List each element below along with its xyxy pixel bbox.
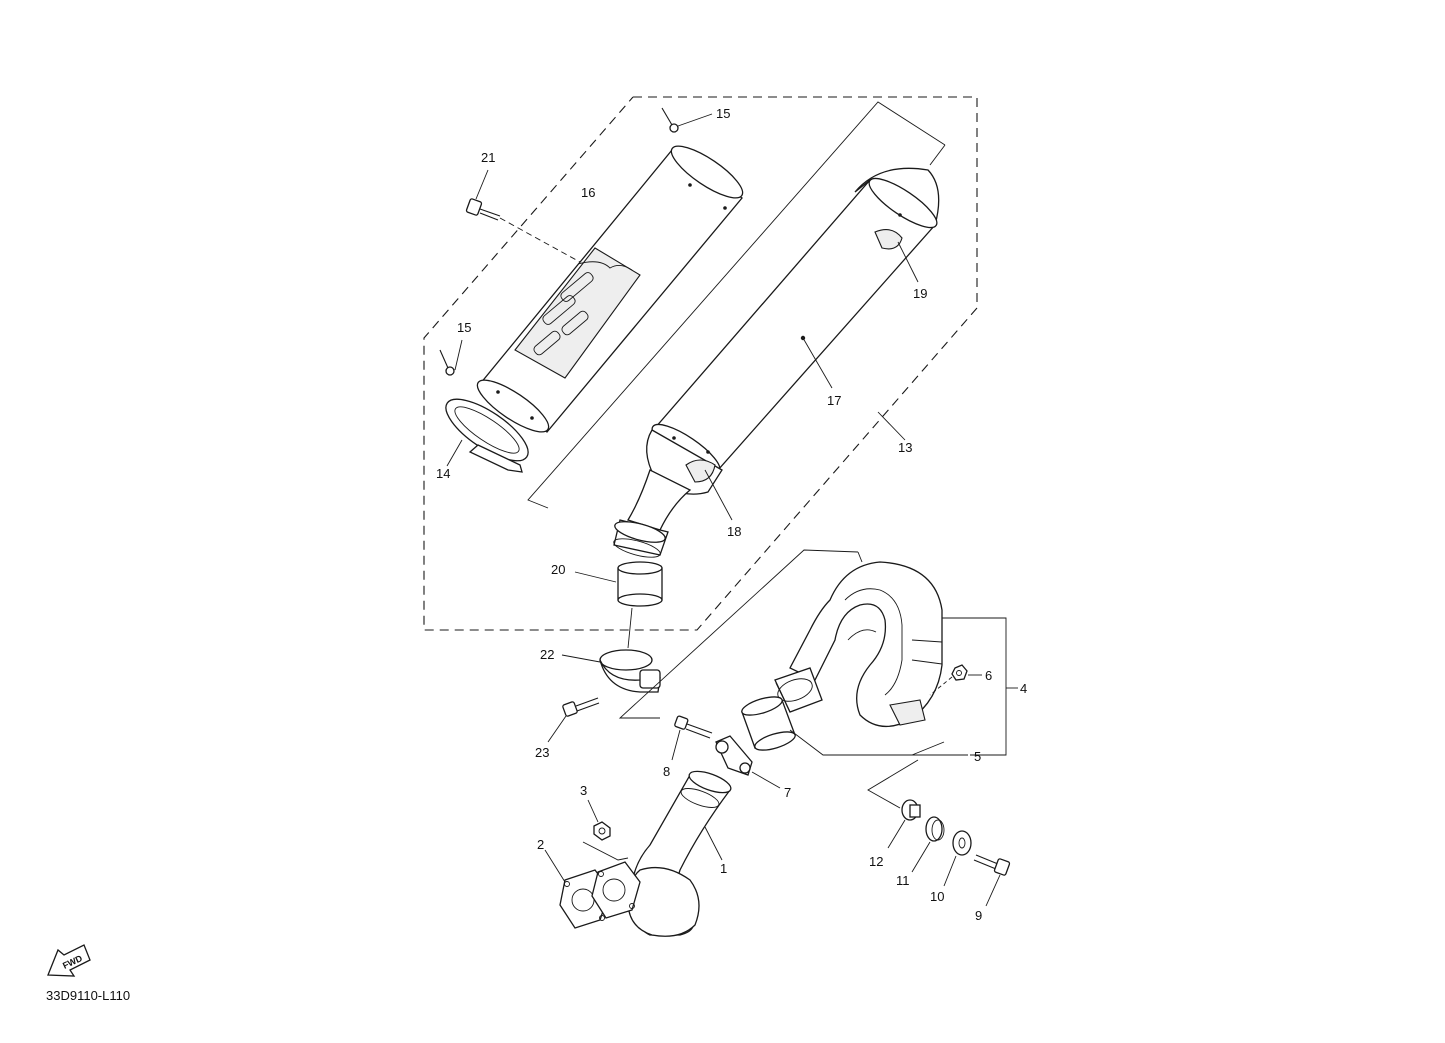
exhaust-pipe-1 [627, 770, 732, 937]
callout-17: 17 [827, 393, 841, 408]
leader-13 [877, 411, 906, 441]
callout-20: 20 [551, 562, 565, 577]
leader-17 [802, 337, 833, 389]
callout-12: 12 [869, 854, 883, 869]
callout-4: 4 [1020, 681, 1027, 696]
header-pipe-bracket [618, 549, 859, 719]
callout-19: 19 [913, 286, 927, 301]
heat-shield-16 [476, 145, 744, 433]
bolt-23 [547, 697, 600, 743]
callout-13: 13 [898, 440, 912, 455]
diagram-code: 33D9110-L110 [46, 988, 130, 1003]
callout-15-top: 15 [716, 106, 730, 121]
exhaust-pipe-4 [774, 561, 943, 727]
damper-11 [911, 816, 945, 873]
leader-5b [911, 741, 945, 756]
silencer-body-17 [613, 167, 940, 558]
washer-10 [943, 830, 972, 887]
header-pipe-bracket-upper [857, 551, 863, 563]
callout-21: 21 [481, 150, 495, 165]
callout-6: 6 [985, 668, 992, 683]
callout-18: 18 [727, 524, 741, 539]
flange-1 [591, 861, 641, 919]
leader-5 [789, 729, 968, 756]
sleeve-5 [741, 696, 796, 751]
rivet-15-top [661, 107, 713, 133]
end-band-14 [445, 398, 529, 473]
bracket-4 [942, 617, 1007, 756]
callout-16: 16 [581, 185, 595, 200]
collar-12 [887, 799, 921, 849]
callout-8: 8 [663, 764, 670, 779]
callout-2: 2 [537, 837, 544, 852]
callout-1: 1 [720, 861, 727, 876]
bolt-21 [465, 169, 581, 263]
leader-18 [704, 469, 733, 521]
callout-9: 9 [975, 908, 982, 923]
callout-3: 3 [580, 783, 587, 798]
sleeve-20 [574, 561, 663, 649]
rivet-15-lower [439, 339, 463, 376]
silencer-bracket-end [929, 144, 946, 166]
callout-7: 7 [784, 785, 791, 800]
callout-10: 10 [930, 889, 944, 904]
callout-11: 11 [896, 873, 910, 888]
clamp-7 [715, 735, 781, 789]
clamp-22 [561, 649, 661, 693]
muffler-assembly-boundary [423, 96, 978, 631]
callout-5: 5 [974, 749, 981, 764]
callout-15-lower: 15 [457, 320, 471, 335]
silencer-bracket [527, 101, 946, 509]
fwd-arrow-icon: FWD [47, 944, 91, 977]
leader-19 [897, 241, 919, 283]
bolt-8 [671, 715, 713, 761]
nut-6 [929, 664, 982, 696]
callout-22: 22 [540, 647, 554, 662]
callout-14: 14 [436, 466, 450, 481]
bolt-9 [973, 854, 1011, 907]
callout-23: 23 [535, 745, 549, 760]
nut-3 [582, 799, 629, 861]
lower-bracket [867, 759, 919, 809]
